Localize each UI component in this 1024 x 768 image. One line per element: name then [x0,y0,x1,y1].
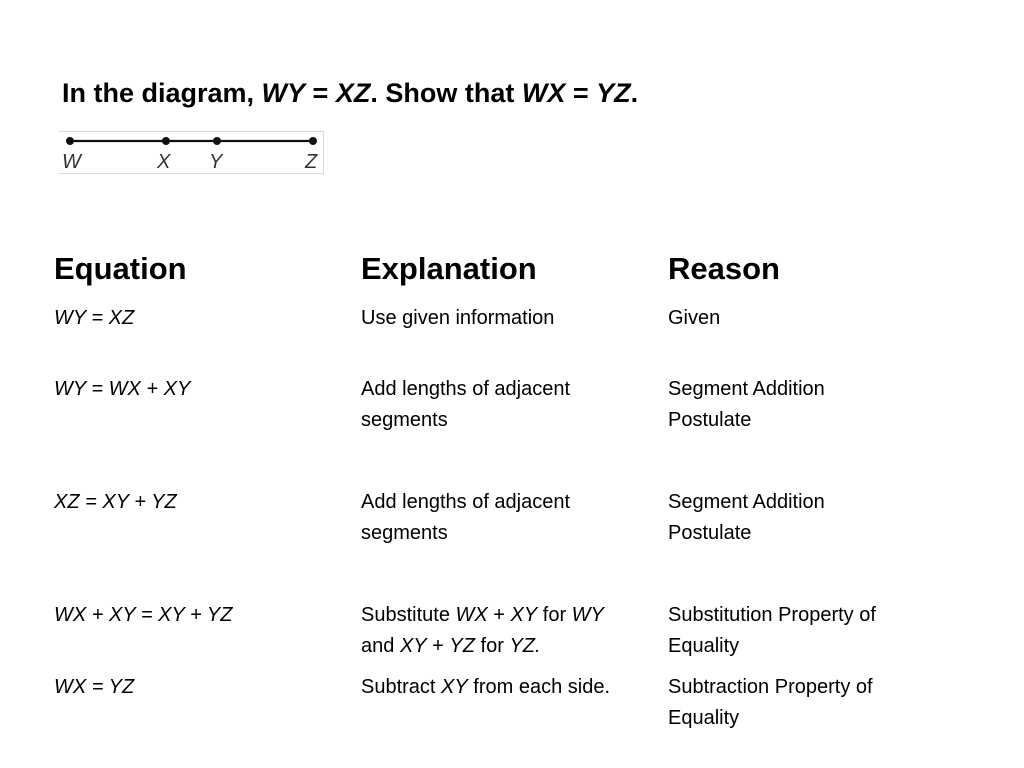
title-given-rhs: XZ [335,78,371,108]
point-z-dot [309,137,317,145]
header-explanation: Explanation [361,251,537,286]
title-equals-1: = [305,78,336,108]
row4-exp-f: WY [571,604,604,626]
row3-explanation-line1: Add lengths of adjacent [361,491,571,513]
row3-reason-line2: Postulate [668,522,752,544]
title-show-lhs: WX [521,78,566,108]
point-w-label: W [62,151,83,173]
row5-reason-line2: Equality [668,707,740,729]
row5-explanation: Subtract XY from each side. [361,672,610,703]
row4-equation: WX + XY = XY + YZ [54,604,233,626]
row4-exp-h: XY [399,635,427,657]
row4-exp-d: XY [510,604,538,626]
row5-exp-c: from each side. [467,676,611,698]
title-end: . [630,78,639,108]
row4-exp-c: + [487,604,511,626]
row5-equation: WX = YZ [54,676,135,698]
row4-explanation-line1: Substitute WX + XY for WY [361,600,604,631]
point-y-dot [213,137,221,145]
header-reason: Reason [668,251,780,286]
row2-equation: WY = WX + XY [54,378,191,400]
point-z-label: Z [304,151,318,173]
row5-exp-a: Subtract [361,676,442,698]
problem-statement: In the diagram, WY = XZ. Show that WX = … [62,78,638,109]
row2-explanation-line1: Add lengths of adjacent [361,378,571,400]
row1-reason: Given [668,307,721,329]
row4-explanation: Substitute WX + XY for WY and XY + YZ fo… [361,600,604,662]
row5-exp-b: XY [441,676,468,698]
row3-reason-line1: Segment Addition [668,491,825,513]
title-given-lhs: WY [261,78,306,108]
row3-explanation: Add lengths of adjacent segments [361,487,570,549]
header-equation: Equation [54,251,187,286]
row1-explanation: Use given information [361,307,555,329]
title-show-rhs: YZ [596,78,631,108]
row4-exp-b: WX [455,604,488,626]
row4-exp-a: Substitute [361,604,456,626]
title-equals-2: = [565,78,597,108]
row2-explanation: Add lengths of adjacent segments [361,374,570,436]
row2-reason: Segment Addition Postulate [668,374,825,436]
point-y-label: Y [209,151,224,173]
row4-reason: Substitution Property of Equality [668,600,876,662]
row2-explanation-line2: segments [361,409,448,431]
row2-reason-line2: Postulate [668,409,752,431]
point-x-label: X [156,151,171,173]
row5-reason-line1: Subtraction Property of [668,676,873,698]
row3-explanation-line2: segments [361,522,448,544]
title-mid: . Show that [370,78,522,108]
row3-reason: Segment Addition Postulate [668,487,825,549]
row4-exp-j: YZ [449,635,475,657]
row5-reason: Subtraction Property of Equality [668,672,873,734]
title-prefix: In the diagram, [62,78,262,108]
point-w-dot [66,137,74,145]
segment-diagram: W X Y Z [59,131,324,174]
row3-equation: XZ = XY + YZ [54,491,177,513]
row4-reason-line1: Substitution Property of [668,604,876,626]
point-x-dot [162,137,170,145]
segment-diagram-svg: W X Y Z [62,137,318,173]
row4-reason-line2: Equality [668,635,740,657]
row4-exp-e: for [537,604,572,626]
row4-explanation-line2: and XY + YZ for YZ. [361,631,604,662]
row4-exp-k: for [474,635,510,657]
row4-exp-i: + [426,635,450,657]
row2-reason-line1: Segment Addition [668,378,825,400]
row1-equation: WY = XZ [54,307,135,329]
row4-exp-l: YZ. [509,635,541,657]
row4-exp-g: and [361,635,400,657]
